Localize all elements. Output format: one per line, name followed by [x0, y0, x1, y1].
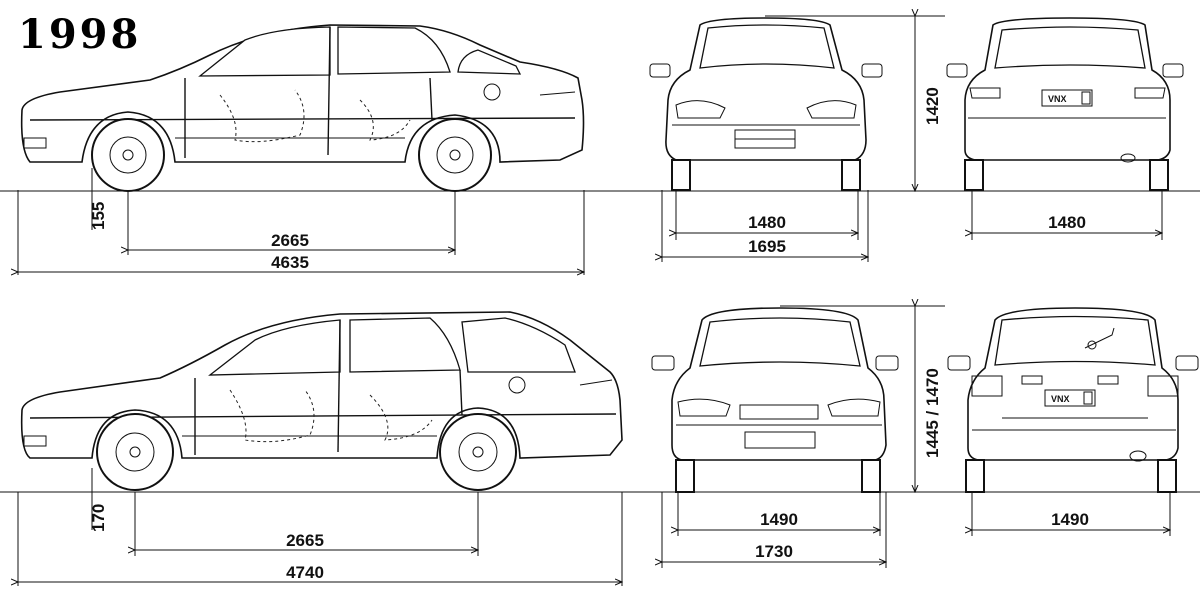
sedan-rear-dimensions	[972, 190, 1162, 240]
sedan-side-view	[20, 24, 585, 192]
wagon-wheelbase-label: 2665	[286, 531, 324, 550]
wagon-height-label: 1445 / 1470	[923, 368, 942, 458]
sedan-side-dimensions	[18, 168, 584, 275]
wagon-rear-view: VNX	[947, 307, 1199, 493]
wagon-side-view	[20, 311, 623, 491]
sedan-front-dimensions	[662, 16, 945, 262]
sedan-wheelbase-label: 2665	[271, 231, 309, 250]
wagon-front-track-label: 1490	[760, 510, 798, 529]
wagon-length-label: 4740	[286, 563, 324, 582]
sedan-license-plate: VNX	[1048, 94, 1067, 104]
sedan-front-view	[649, 17, 883, 191]
sedan-rear-view: VNX	[946, 17, 1184, 191]
wagon-license-plate: VNX	[1051, 394, 1070, 404]
wagon-side-dimensions	[18, 468, 622, 586]
sedan-width-label: 1695	[748, 237, 786, 256]
sedan-front-track-label: 1480	[748, 213, 786, 232]
sedan-ground-clearance-label: 155	[89, 202, 108, 230]
sedan-rear-track-label: 1480	[1048, 213, 1086, 232]
wagon-front-dimensions	[662, 306, 945, 568]
sedan-length-label: 4635	[271, 253, 309, 272]
wagon-width-label: 1730	[755, 542, 793, 561]
year-title: 1998	[18, 11, 141, 58]
wagon-rear-dimensions	[972, 492, 1170, 536]
wagon-front-view	[651, 307, 899, 493]
wagon-rear-track-label: 1490	[1051, 510, 1089, 529]
wagon-ground-clearance-label: 170	[89, 504, 108, 532]
sedan-height-label: 1420	[923, 87, 942, 125]
